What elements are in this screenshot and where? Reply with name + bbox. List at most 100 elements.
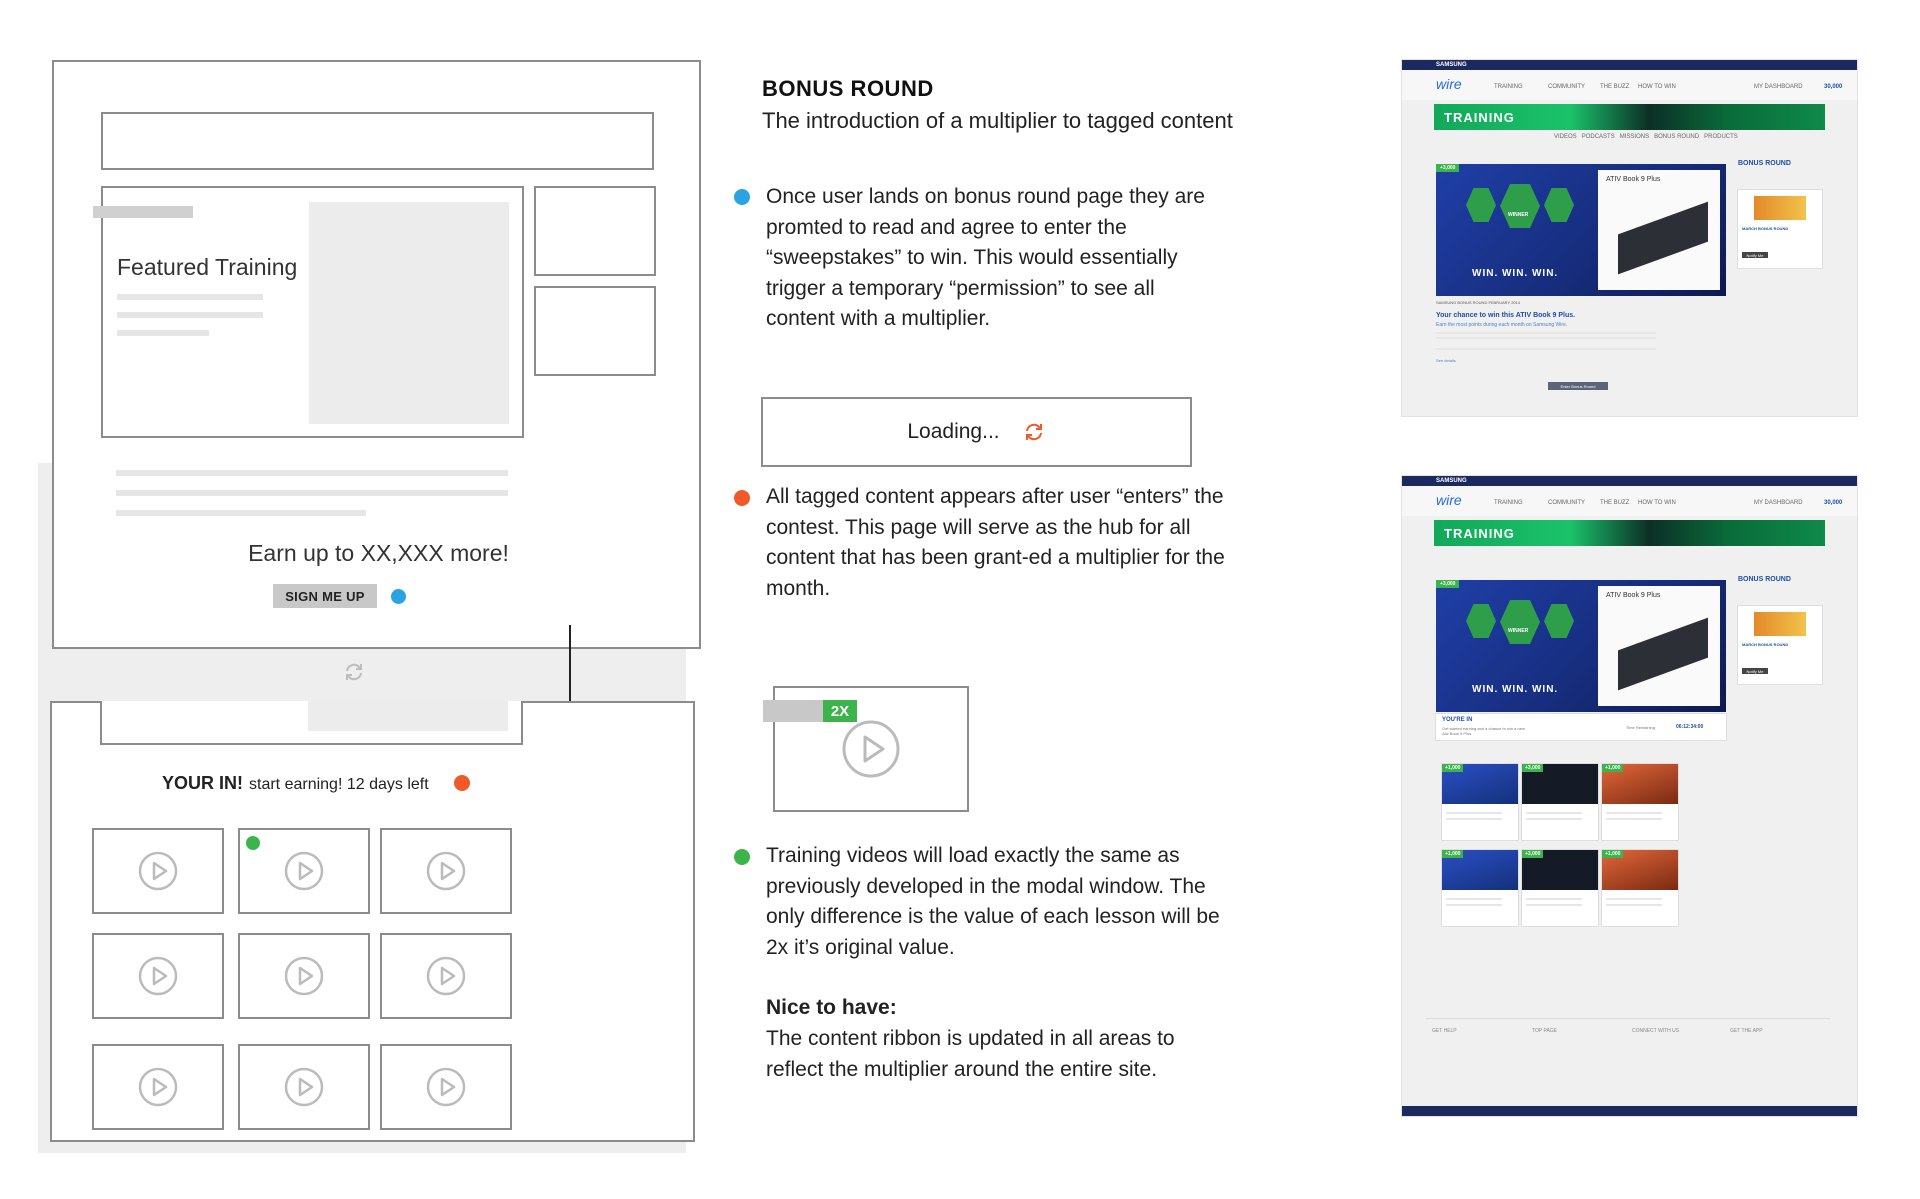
bonus-round-subtitle: The introduction of a multiplier to tagg…: [762, 108, 1233, 134]
video-tile[interactable]: [380, 828, 512, 914]
text-line-placeholder: [1436, 348, 1656, 350]
nav-training[interactable]: TRAINING: [1494, 500, 1523, 506]
play-icon: [426, 851, 466, 891]
card-points-badge: +1,000: [1602, 764, 1623, 772]
subnav-missions[interactable]: MISSIONS: [1620, 134, 1649, 140]
step-one-description: Once user lands on bonus round page they…: [766, 182, 1226, 335]
image-placeholder: [308, 701, 508, 731]
phone-image: [1754, 196, 1806, 220]
nice-to-have-text: The content ribbon is updated in all are…: [766, 1024, 1226, 1085]
site-topbar: SAMSUNG: [1402, 60, 1857, 70]
text-line-placeholder: [1606, 898, 1662, 900]
site-screenshot-hub: SAMSUNG wire TRAINING COMMUNITY THE BUZZ…: [1402, 476, 1857, 1116]
winner-hex: [1466, 604, 1496, 638]
subnav-products[interactable]: PRODUCTS: [1704, 134, 1738, 140]
training-banner-title: TRAINING: [1444, 110, 1515, 125]
ribbon-placeholder: [93, 206, 193, 218]
winner-label: WINNER: [1508, 628, 1528, 634]
video-tile[interactable]: [238, 828, 370, 914]
subnav-bonus-round[interactable]: BONUS ROUND: [1654, 134, 1699, 140]
winner-hex: [1466, 188, 1496, 222]
nav-how-to-win[interactable]: HOW TO WIN: [1638, 84, 1676, 90]
video-tile[interactable]: [92, 828, 224, 914]
winner-hex: [1500, 600, 1540, 644]
card-points-badge: +1,000: [1442, 850, 1463, 858]
earn-more-text: Earn up to XX,XXX more!: [54, 540, 703, 567]
text-line-placeholder: [1436, 337, 1656, 339]
nav-buzz[interactable]: THE BUZZ: [1600, 84, 1629, 90]
samsung-logo: SAMSUNG: [1436, 62, 1467, 68]
content-card[interactable]: +1,000: [1442, 850, 1518, 926]
sign-me-up-button[interactable]: SIGN ME UP: [273, 584, 377, 608]
content-card[interactable]: +3,000: [1522, 850, 1598, 926]
nav-dashboard[interactable]: MY DASHBOARD: [1754, 84, 1803, 90]
enter-bonus-round-button[interactable]: Enter Bonus Round: [1548, 382, 1608, 390]
subnav-podcasts[interactable]: PODCASTS: [1582, 134, 1615, 140]
hero-points-badge: +3,000: [1436, 580, 1459, 588]
play-icon: [426, 956, 466, 996]
footer-get-help: GET HELP: [1432, 1028, 1457, 1035]
training-banner: TRAINING: [1434, 104, 1825, 130]
video-tile[interactable]: [92, 1044, 224, 1130]
content-card[interactable]: +3,000: [1522, 764, 1598, 840]
video-tile[interactable]: [238, 933, 370, 1019]
video-tile[interactable]: [380, 933, 512, 1019]
winner-label: WINNER: [1508, 212, 1528, 218]
youre-in-strip: YOU'RE IN Get started earning and a chan…: [1436, 714, 1726, 740]
sidebar-card-title: MARCH BONUS ROUND: [1742, 226, 1788, 231]
nav-training[interactable]: TRAINING: [1494, 84, 1523, 90]
side-box-placeholder: [534, 286, 656, 376]
laptop-panel: ATIV Book 9 Plus: [1598, 170, 1720, 290]
video-tile[interactable]: [380, 1044, 512, 1130]
footer-divider: [1426, 1018, 1830, 1019]
notify-me-button[interactable]: Notify Me: [1742, 252, 1768, 258]
ativ-label: ATIV Book 9 Plus: [1606, 176, 1660, 183]
footer-connect: CONNECT WITH US: [1632, 1028, 1679, 1035]
text-line-placeholder: [1606, 904, 1662, 906]
text-line-placeholder: [1446, 818, 1502, 820]
green-step-marker: [246, 836, 260, 850]
text-line-placeholder: [1436, 332, 1656, 334]
card-points-badge: +1,000: [1442, 764, 1463, 772]
bonus-landing-wireframe: Featured Training Earn up to XX,XXX more…: [52, 60, 701, 649]
nav-community[interactable]: COMMUNITY: [1548, 84, 1585, 90]
content-card[interactable]: +1,000: [1602, 850, 1678, 926]
training-banner: TRAINING: [1434, 520, 1825, 546]
footer-top-page: TOP PAGE: [1532, 1028, 1557, 1035]
your-in-message: YOUR IN!start earning! 12 days left: [162, 773, 429, 794]
sidebar-card: MARCH BONUS ROUND Notify Me: [1738, 606, 1822, 684]
your-in-label: YOUR IN!: [162, 773, 243, 793]
blue-step-marker: [391, 589, 406, 604]
bonus-headline: Your chance to win this ATIV Book 9 Plus…: [1436, 312, 1575, 319]
text-line-placeholder: [117, 330, 209, 336]
play-icon: [284, 956, 324, 996]
site-footer-bar: [1402, 1106, 1857, 1116]
notify-me-button[interactable]: Notify Me: [1742, 668, 1768, 674]
play-icon: [138, 1067, 178, 1107]
win-win-win: WIN. WIN. WIN.: [1472, 268, 1558, 279]
site-nav: wire TRAINING COMMUNITY THE BUZZ HOW TO …: [1402, 70, 1857, 100]
see-details-link[interactable]: See details: [1436, 358, 1456, 363]
site-topbar: SAMSUNG: [1402, 476, 1857, 486]
card-points-badge: +1,000: [1602, 850, 1623, 858]
laptop-image: [1618, 618, 1708, 691]
sidebar-card: MARCH BONUS ROUND Notify Me: [1738, 190, 1822, 268]
nav-dashboard[interactable]: MY DASHBOARD: [1754, 500, 1803, 506]
step-two-description: All tagged content appears after user “e…: [766, 482, 1226, 604]
video-tile[interactable]: [238, 1044, 370, 1130]
nav-how-to-win[interactable]: HOW TO WIN: [1638, 500, 1676, 506]
nav-community[interactable]: COMMUNITY: [1548, 500, 1585, 506]
orange-step-marker: [734, 490, 750, 506]
points-count: 30,000: [1824, 84, 1842, 90]
content-card[interactable]: +1,000: [1602, 764, 1678, 840]
subnav-videos[interactable]: VIDEOS: [1554, 134, 1577, 140]
text-line-placeholder: [1446, 812, 1502, 814]
featured-training-title: Featured Training: [117, 254, 297, 281]
play-icon: [426, 1067, 466, 1107]
video-tile[interactable]: [92, 933, 224, 1019]
points-count: 30,000: [1824, 500, 1842, 506]
content-card[interactable]: +1,000: [1442, 764, 1518, 840]
youre-in-label: YOU'RE IN: [1442, 717, 1472, 723]
side-box-placeholder: [534, 186, 656, 276]
nav-buzz[interactable]: THE BUZZ: [1600, 500, 1629, 506]
